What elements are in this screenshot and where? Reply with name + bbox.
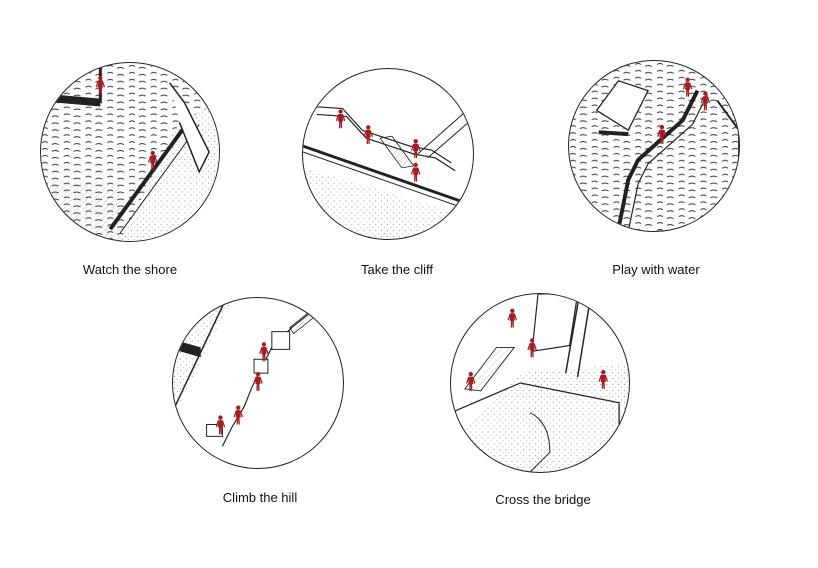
promenade-edge	[108, 119, 191, 231]
shore-hatch	[41, 181, 121, 241]
stair-path	[221, 311, 312, 447]
cliff-stair	[379, 135, 415, 169]
climb-hill-drawing	[173, 298, 314, 447]
house-block	[595, 80, 649, 132]
person-figure	[363, 124, 374, 145]
structure-lines	[417, 69, 473, 159]
dock-edge	[598, 130, 629, 137]
vignette-take-the-cliff	[302, 68, 474, 240]
person-figure	[507, 307, 518, 329]
wall-line	[451, 382, 521, 414]
take-cliff-drawing	[303, 69, 473, 239]
caption-watch-the-shore: Watch the shore	[82, 262, 178, 277]
caption-climb-the-hill: Climb the hill	[222, 490, 298, 505]
caption-take-the-cliff: Take the cliff	[360, 262, 434, 277]
vignette-climb-the-hill	[172, 297, 344, 469]
hill-contour	[173, 298, 228, 411]
curved-path	[529, 412, 551, 472]
vignette-watch-the-shore	[40, 62, 220, 242]
bridge-stair	[464, 346, 516, 392]
person-figure	[335, 108, 346, 129]
bridge-rail	[564, 294, 591, 378]
stair-block	[168, 82, 210, 174]
upper-stair	[289, 311, 314, 335]
pier-edge	[54, 94, 101, 107]
ground-dots	[303, 167, 473, 239]
play-water-drawing	[569, 61, 739, 231]
cross-bridge-drawing	[451, 294, 629, 472]
vignette-cross-the-bridge	[450, 293, 630, 473]
walkway-edge	[616, 89, 700, 230]
ground-dots	[451, 363, 629, 472]
person-figure	[253, 371, 263, 392]
promenade-edge-inner	[119, 124, 200, 234]
hill-dots	[173, 298, 233, 417]
caption-play-with-water: Play with water	[612, 262, 700, 277]
cliff-edge	[303, 144, 473, 207]
vignette-play-with-water	[568, 60, 740, 232]
watch-shore-drawing	[41, 63, 219, 241]
walkway-edge-inner	[627, 94, 708, 231]
bridge-deck	[531, 294, 579, 353]
caption-cross-the-bridge: Cross the bridge	[495, 492, 591, 507]
